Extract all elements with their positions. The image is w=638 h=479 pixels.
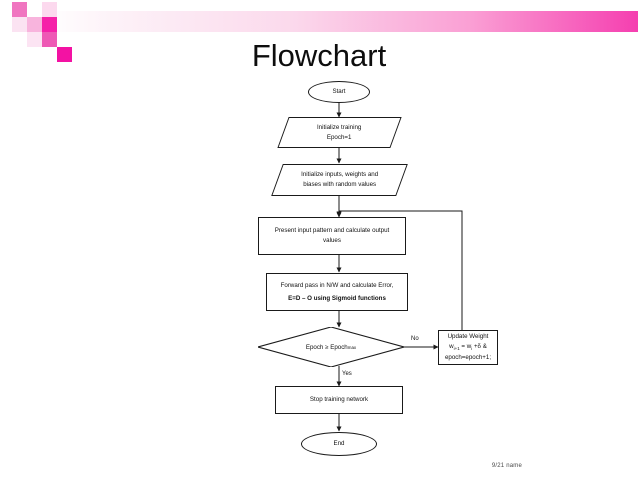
flow-node-present-pattern-line1: Present input pattern and calculate outp… [274,227,390,235]
flow-node-present-pattern-line2: values [323,237,341,244]
flow-node-init-weights-line2: biases with random values [303,181,376,188]
weight-delta: +δ & [472,342,487,350]
deco-square-11 [57,47,72,62]
header-gradient-band [42,11,638,32]
flow-node-update-weight-line1: Update Weight [447,333,489,341]
edge-label-no: No [411,336,419,342]
flow-node-init-training-line1: Initialize training [317,123,362,131]
flow-node-stop-training-label: Stop training network [309,396,369,404]
deco-square-4 [12,17,27,32]
edge-label-yes: Yes [342,371,352,377]
flow-node-init-weights-line1: Initialize inputs, weights and [300,171,379,179]
flow-node-decision-label: Epoch ≥ Epoch [305,343,348,351]
flow-node-init-training[interactable]: Initialize training Epoch=1 [277,117,402,148]
deco-square-8 [42,32,57,47]
flow-node-end-label: End [333,440,345,448]
deco-square-5 [27,17,42,32]
deco-square-3 [42,2,57,17]
flow-node-start-label: Start [332,88,346,96]
weight-var-next: w [449,342,454,350]
flow-node-end[interactable]: End [301,432,377,456]
deco-square-2 [27,2,42,17]
deco-square-9 [57,32,72,47]
flow-node-present-pattern[interactable]: Present input pattern and calculate outp… [258,217,406,255]
flow-node-init-weights[interactable]: Initialize inputs, weights and biases wi… [271,164,408,196]
deco-square-6 [42,17,57,32]
weight-sub-current: i [471,346,473,352]
weight-sub-next: i+1 [453,346,460,352]
flow-node-forward-pass-line1: Forward pass in N/W and calculate Error, [280,281,394,289]
flow-node-init-training-line2: Epoch=1 [327,133,352,141]
flow-node-update-weight[interactable]: Update Weight wi+1 = wi +δ & epoch=epoch… [438,330,498,365]
deco-square-7 [27,32,42,47]
deco-square-10 [42,47,57,62]
page-title: Flowchart [251,38,387,73]
flow-node-forward-pass[interactable]: Forward pass in N/W and calculate Error,… [266,273,408,311]
flow-node-decision-subscript: max [347,344,357,350]
deco-square-1 [12,2,27,17]
flow-node-update-weight-line2: wi+1 = wi +δ & [445,342,491,353]
slide-footer: 9/21 name [491,463,522,469]
weight-equals: = w [459,342,472,350]
flow-node-forward-pass-line2: E=D – O using Sigmoid functions [288,294,386,302]
flow-node-stop-training[interactable]: Stop training network [275,386,403,414]
flow-node-update-weight-line3: epoch=epoch+1; [444,354,492,362]
flow-node-start[interactable]: Start [308,81,370,103]
